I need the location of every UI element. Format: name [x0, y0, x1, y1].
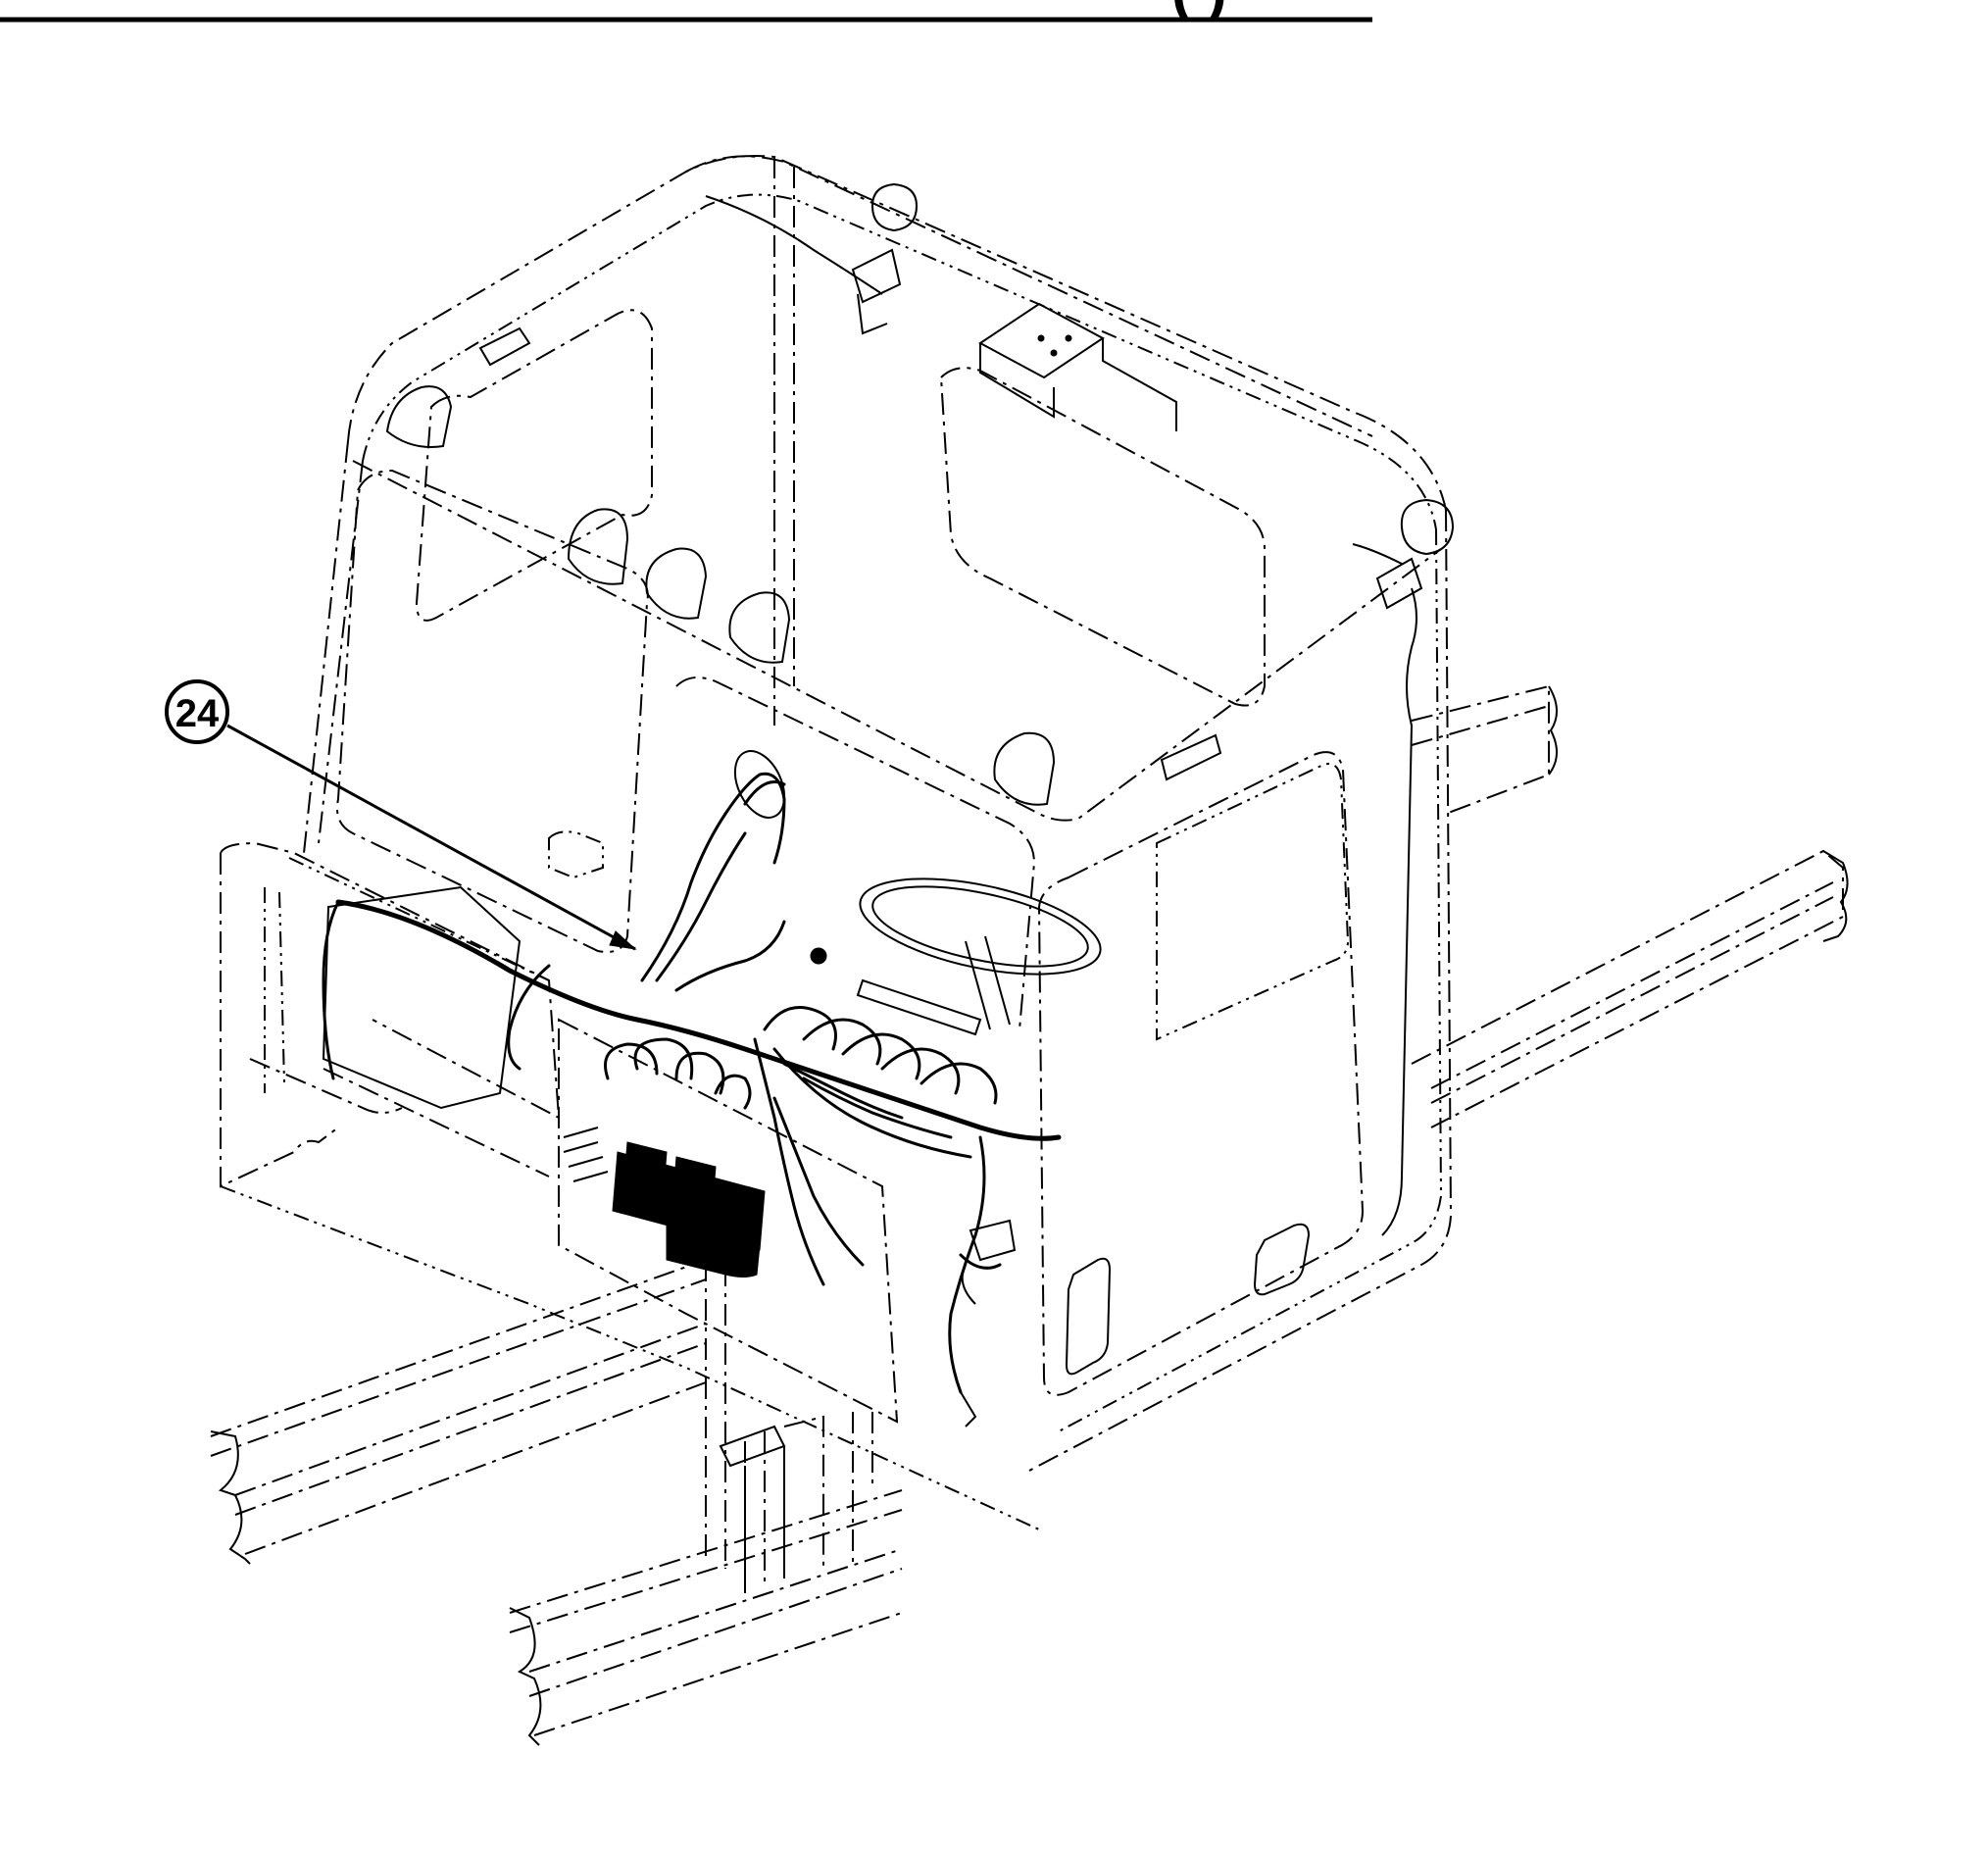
fuse-panel: [563, 1127, 766, 1278]
harness-gauge-cluster: [723, 772, 786, 865]
bracket-bolt-3: [1050, 349, 1058, 357]
harness-dash-loops: [763, 1006, 998, 1105]
door-panel-lower: [1065, 1257, 1112, 1376]
frame-rail-left-long-end: [210, 1430, 251, 1565]
mirror-lamp-top: [870, 182, 919, 232]
roof-lamp-4: [993, 731, 1056, 806]
harness-fuse-panel-loops: [604, 1037, 752, 1110]
bracket-bolt-1: [1037, 334, 1045, 342]
cab-front-lower: [220, 1185, 1040, 1530]
mirror-bracket-right: [1375, 557, 1423, 610]
door-handle-right: [1253, 1223, 1311, 1296]
frame-rail-right-lower-end: [1822, 850, 1849, 942]
roof-lamp-1: [567, 508, 629, 585]
frame-support-center: [719, 1425, 786, 1593]
wiring-harness: [322, 195, 1417, 1394]
side-window-left: [415, 309, 653, 622]
frame-rails: [210, 684, 1849, 1746]
left-fender-box: [322, 885, 522, 1110]
cab-roof-top: [685, 155, 1373, 437]
frame-rail-right-lower: [1411, 849, 1844, 1128]
frame-rail-right-upper: [1411, 684, 1550, 815]
side-marker: [1160, 733, 1222, 781]
cab-front-cowl: [220, 841, 561, 1188]
roof-lamp-2: [645, 547, 708, 620]
cab-floor-line: [249, 1058, 550, 1178]
horn-bracket: [961, 1219, 1017, 1305]
cab-right-side: [1028, 509, 1453, 1472]
callout-label: 24: [175, 692, 220, 735]
steering-wheel-rim-inner: [871, 885, 1089, 968]
callout-arrowhead: [609, 930, 637, 950]
mirror-lamp-right: [1400, 498, 1455, 556]
cab-left-pillar: [303, 440, 364, 854]
cab-right-door: [1037, 751, 1365, 1396]
harness-branch-upper: [640, 812, 786, 992]
cab-roof-front-edge: [352, 460, 1442, 822]
gauge-pod: [733, 750, 786, 819]
dash-front-panel: [558, 1018, 899, 1424]
relay-block-1: [624, 1141, 668, 1178]
frame-rail-left-long: [210, 1259, 707, 1555]
harness-down-left: [753, 1037, 865, 1286]
steering-column: [965, 935, 1011, 1030]
roof-marker-small: [478, 326, 531, 367]
dash-components: [810, 947, 1017, 1428]
callout-24: 24: [165, 679, 637, 951]
cab-roof-outer: [347, 155, 1447, 511]
harness-left-run: [322, 900, 551, 1080]
harness-down-right: [948, 1135, 1002, 1394]
steering-wheel: [859, 877, 1102, 1030]
harness-right-side: [1381, 587, 1417, 1236]
callout-circle: [165, 679, 229, 744]
cab-outline: [220, 155, 1453, 1530]
frame-support-right: [783, 1412, 873, 1569]
harness-main-run: [335, 899, 1062, 1141]
windshield-right: [675, 676, 1036, 1030]
mirror-bracket-top: [851, 248, 902, 335]
switch-panel: [856, 978, 982, 1036]
dash-knob-1: [810, 947, 827, 965]
cab-right-inner: [1058, 528, 1443, 1432]
left-side-inner-lines: [264, 857, 550, 1093]
rear-window: [939, 367, 1266, 707]
connector-end: [960, 1391, 977, 1428]
left-fender-panel: [548, 830, 604, 879]
frame-support-left: [705, 1260, 766, 1588]
roof-equipment-bracket: [978, 302, 1177, 431]
harness-dash-loops-2: [772, 1047, 972, 1159]
roof-lamp-3: [728, 591, 791, 664]
fuse-panel-lower: [666, 1220, 761, 1278]
lamps: [385, 182, 1455, 806]
frame-rail-right-upper-end: [1548, 685, 1558, 776]
connector-bank: [563, 1127, 609, 1182]
frame-rail-bottom-end: [509, 1607, 542, 1746]
steering-wheel-rim: [859, 877, 1102, 976]
callout-leader-line: [226, 724, 636, 951]
windshield-left: [336, 469, 649, 953]
header: ( ): [0, 0, 1372, 23]
cab-roof-inner: [362, 193, 1437, 530]
harness-roof-run: [705, 195, 1403, 565]
relay-block-2: [673, 1156, 717, 1192]
cab-right-door-window: [1156, 763, 1350, 1041]
header-text: ( ): [1171, 0, 1227, 23]
bracket-bolt-2: [1065, 334, 1072, 342]
roof-lamp-left: [385, 385, 453, 448]
roof-brackets: [851, 248, 1423, 610]
cab-rear-pillar: [773, 157, 795, 726]
